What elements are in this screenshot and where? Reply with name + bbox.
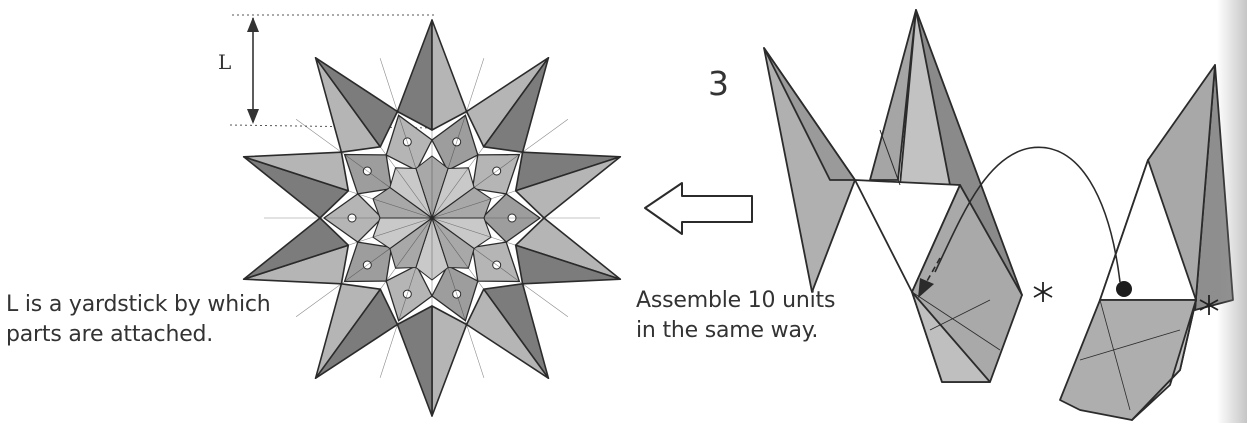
dimension-label: L: [218, 50, 231, 74]
caption-left-line-1: L is a yardstick by which: [6, 290, 271, 320]
page-edge-shadow: [1217, 0, 1247, 423]
step-number: 3: [708, 64, 729, 103]
caption-middle-line-1: Assemble 10 units: [636, 286, 835, 316]
assembled-star-model: [244, 20, 621, 416]
hollow-arrow-left-icon: [645, 183, 752, 234]
caption-left: L is a yardstick by which parts are atta…: [6, 290, 271, 350]
origami-unit-tilted: [1060, 65, 1233, 420]
asterisk-mark-icon: [1034, 282, 1052, 302]
caption-middle-line-2: in the same way.: [636, 316, 835, 346]
star-point: [397, 20, 432, 130]
caption-middle: Assemble 10 units in the same way.: [636, 286, 835, 346]
star-point: [432, 20, 467, 130]
star-point: [432, 306, 467, 416]
star-point: [397, 306, 432, 416]
reference-dot-icon: [1116, 281, 1132, 297]
caption-left-line-2: parts are attached.: [6, 320, 271, 350]
